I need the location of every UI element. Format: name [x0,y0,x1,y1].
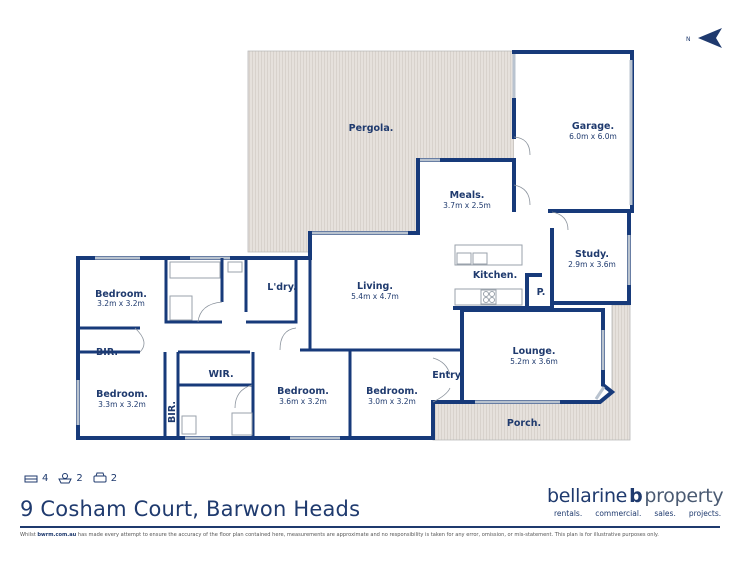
room-dims-bedroom-2: 3.3m x 3.2m [98,400,146,409]
bathrooms-count: 2 [76,472,83,484]
room-label-porch: Porch. [507,418,541,429]
room-label-bir-2: BIR. [167,401,178,423]
room-label-kitchen: Kitchen. [473,270,517,281]
brand-tag: projects. [688,509,722,518]
bedrooms-count: 4 [42,472,49,484]
svg-text:N: N [686,36,691,43]
brand-mark-icon: b [629,485,643,507]
room-label-pantry: P. [537,287,546,298]
room-dims-garage: 6.0m x 6.0m [569,132,617,141]
room-label-lounge: Lounge. [513,346,556,357]
room-dims-study: 2.9m x 3.6m [568,260,616,269]
room-dims-meals: 3.7m x 2.5m [443,201,491,210]
room-label-wir: WIR. [208,369,233,380]
bath-icon [58,473,73,484]
room-dims-bedroom-4: 3.0m x 3.2m [368,397,416,406]
pergola-deck [247,50,515,253]
brand-tag: commercial. [595,509,642,518]
room-label-bir-1: BIR. [96,347,118,358]
room-label-bedroom-3: Bedroom. [277,386,329,397]
brand-tag: rentals. [554,509,583,518]
room-dims-living: 5.4m x 4.7m [351,292,399,301]
floor-plan: N Pergola. Garage. [76,28,722,441]
room-label-garage: Garage. [572,121,614,132]
divider [20,526,720,528]
brand-word-2: property [644,485,724,507]
north-compass-icon: N [686,28,722,48]
brand-word-1: bellarine [547,485,628,507]
room-label-bedroom-1: Bedroom. [95,289,147,300]
bed-icon [24,475,38,482]
property-address: 9 Cosham Court, Barwon Heads [20,497,361,521]
disclaimer-post: has made every attempt to ensure the acc… [76,532,659,538]
disclaimer-site: bwrm.com.au [37,532,77,538]
room-label-study: Study. [575,249,609,260]
room-label-laundry: L'dry. [267,282,296,293]
property-features: 4 2 2 [24,472,123,484]
brand-logo: bellarine b property rentals. commercial… [547,485,724,518]
room-label-entry: Entry. [432,370,463,381]
room-dims-lounge: 5.2m x 3.6m [510,357,558,366]
disclaimer: Whilst bwrm.com.au has made every attemp… [20,532,730,538]
brand-tag: sales. [654,509,676,518]
room-label-meals: Meals. [450,190,485,201]
room-label-bedroom-4: Bedroom. [366,386,418,397]
car-icon [93,472,107,483]
room-dims-bedroom-3: 3.6m x 3.2m [279,397,327,406]
car-spaces-count: 2 [110,472,118,484]
room-dims-bedroom-1: 3.2m x 3.2m [97,299,145,308]
room-label-living: Living. [357,281,393,292]
room-label-bedroom-2: Bedroom. [96,389,148,400]
disclaimer-pre: Whilst [20,532,38,538]
room-label-pergola: Pergola. [349,123,394,134]
